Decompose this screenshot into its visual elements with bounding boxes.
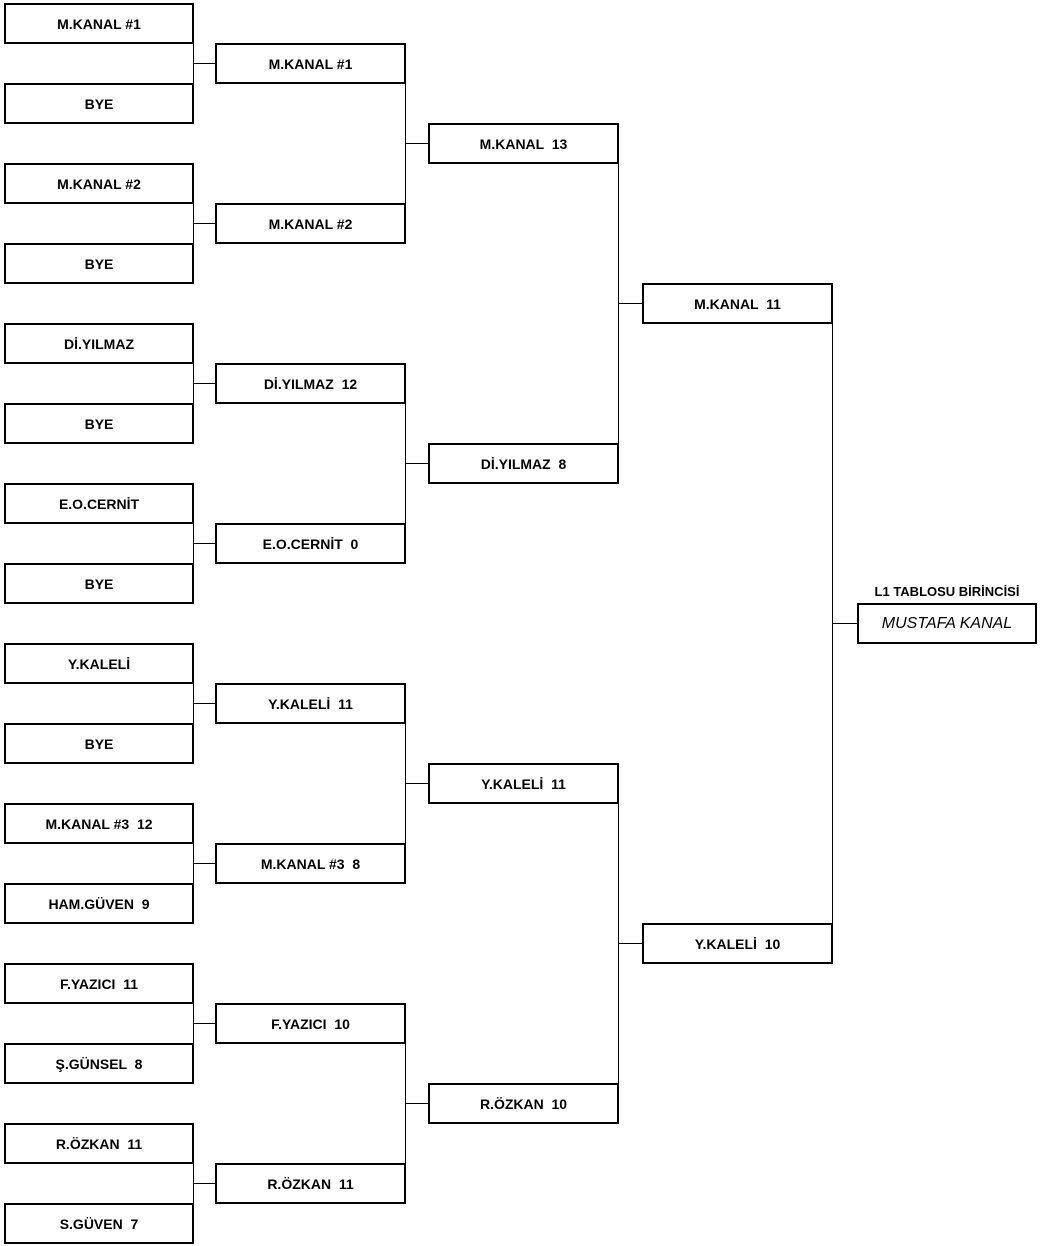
round1-entry: Y.KALELİ xyxy=(4,643,194,684)
round1-entry: BYE xyxy=(4,83,194,124)
champion-label: L1 TABLOSU BİRİNCİSİ xyxy=(874,584,1020,599)
round3-entry: Y.KALELİ 11 xyxy=(428,763,619,804)
round1-entry: M.KANAL #3 12 xyxy=(4,803,194,844)
round1-entry: BYE xyxy=(4,563,194,604)
round2-entry: Dİ.YILMAZ 12 xyxy=(215,363,406,404)
round1-entry: M.KANAL #2 xyxy=(4,163,194,204)
round1-entry: BYE xyxy=(4,723,194,764)
round2-entry: Y.KALELİ 11 xyxy=(215,683,406,724)
round2-entry: M.KANAL #2 xyxy=(215,203,406,244)
round1-entry: Ş.GÜNSEL 8 xyxy=(4,1043,194,1084)
round1-entry: R.ÖZKAN 11 xyxy=(4,1123,194,1164)
round3-entry: M.KANAL 13 xyxy=(428,123,619,164)
round2-entry: R.ÖZKAN 11 xyxy=(215,1163,406,1204)
round3-entry: R.ÖZKAN 10 xyxy=(428,1083,619,1124)
round1-entry: F.YAZICI 11 xyxy=(4,963,194,1004)
round2-entry: E.O.CERNİT 0 xyxy=(215,523,406,564)
round1-entry: BYE xyxy=(4,243,194,284)
round1-entry: BYE xyxy=(4,403,194,444)
round3-entry: Dİ.YILMAZ 8 xyxy=(428,443,619,484)
round2-entry: F.YAZICI 10 xyxy=(215,1003,406,1044)
round1-entry: E.O.CERNİT xyxy=(4,483,194,524)
round1-entry: Dİ.YILMAZ xyxy=(4,323,194,364)
round4-entry: Y.KALELİ 10 xyxy=(642,923,833,964)
round1-entry: HAM.GÜVEN 9 xyxy=(4,883,194,924)
round1-entry: M.KANAL #1 xyxy=(4,3,194,44)
round1-entry: S.GÜVEN 7 xyxy=(4,1203,194,1244)
round4-entry: M.KANAL 11 xyxy=(642,283,833,324)
round2-entry: M.KANAL #3 8 xyxy=(215,843,406,884)
round2-entry: M.KANAL #1 xyxy=(215,43,406,84)
champion-name: MUSTAFA KANAL xyxy=(857,603,1037,644)
